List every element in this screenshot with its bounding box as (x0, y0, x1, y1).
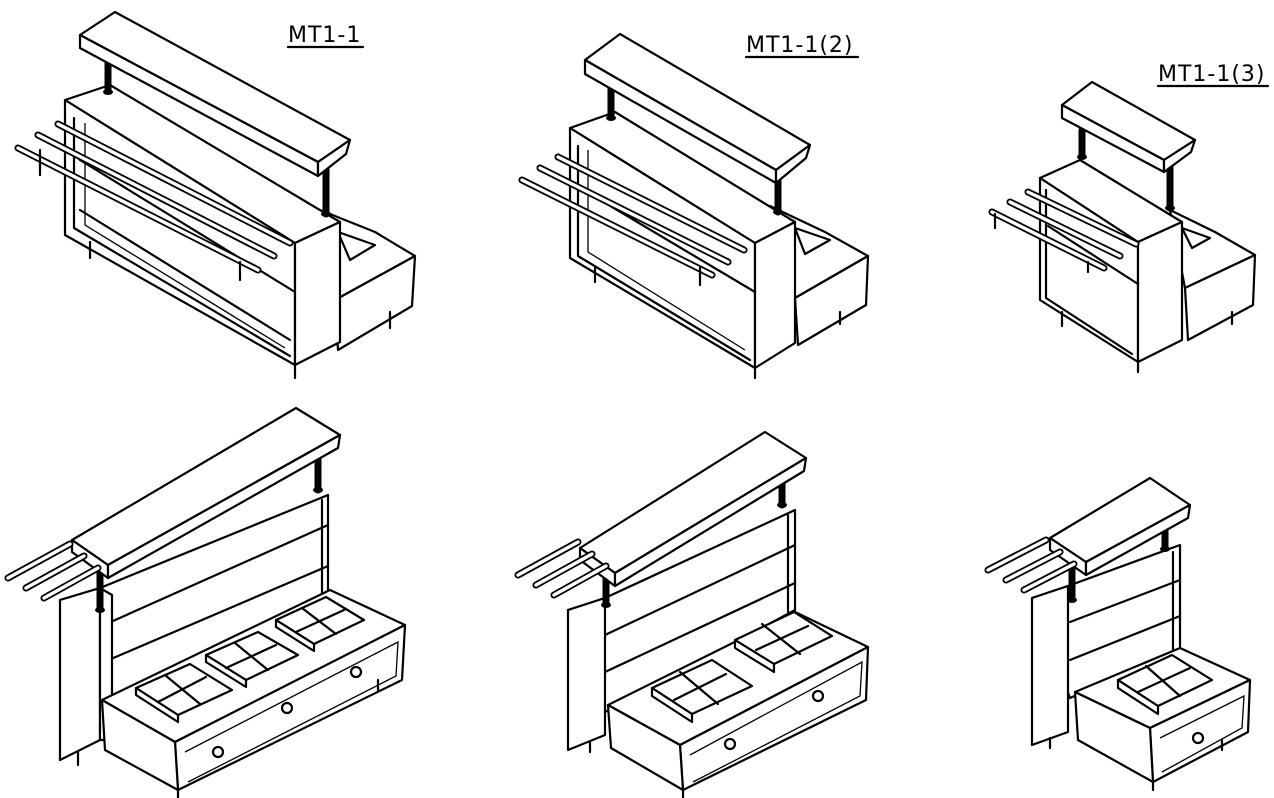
overshelf-front (1084, 503, 1192, 577)
unit-mt1-1-3-view (988, 80, 1257, 374)
side-bench-burner (1180, 226, 1212, 250)
side-bench-front (793, 254, 870, 347)
unit-one-burner-view (984, 476, 1252, 792)
side-bench-front (1183, 253, 1257, 342)
control-knob-1 (211, 745, 225, 759)
control-knob-3 (349, 665, 363, 679)
control-knob-2 (280, 701, 294, 715)
control-knob-2 (811, 689, 825, 703)
overshelf-front (106, 433, 342, 580)
side-bench-burner (793, 226, 832, 256)
cabinet-side (753, 220, 797, 370)
unit-two-burner-view (514, 430, 870, 798)
unit-mt1-1-view (14, 10, 417, 380)
label-mt1-1-2: MT1-1(2) (746, 33, 854, 58)
overshelf-front (613, 456, 808, 588)
unit-mt1-1-2-view (518, 32, 870, 380)
label-mt1-1: MT1-1 (288, 23, 361, 48)
control-knob-1 (723, 737, 737, 751)
control-knob-1 (1191, 731, 1205, 745)
left-cabinet-side (1030, 584, 1070, 747)
cabinet-side (293, 220, 342, 367)
cabinet-side (1136, 220, 1184, 364)
side-bench-burner (336, 230, 377, 262)
left-cabinet-side (58, 586, 102, 762)
left-cabinet-side (566, 596, 607, 752)
unit-three-burner-view (4, 406, 407, 798)
label-mt1-1-3: MT1-1(3) (1158, 62, 1266, 87)
